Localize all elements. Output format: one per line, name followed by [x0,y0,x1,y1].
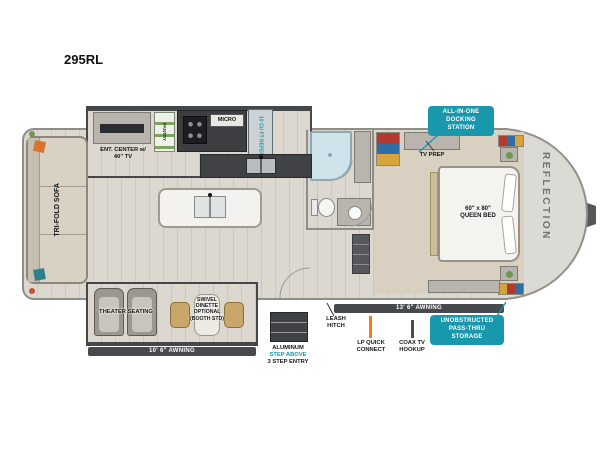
cap-wardrobe-bottom [498,283,524,295]
plant-icon [506,271,513,278]
step-entry-note: ALUMINUM STEP ABOVE 3 STEP ENTRY [267,345,309,365]
pantry-label: PANTRY [162,123,167,141]
brand-label: REFLECTION [540,152,551,241]
bath-vanity [337,198,371,226]
plant-icon [29,288,35,294]
lp-quick-connect-label: LP QUICK CONNECT [356,340,386,353]
pass-thru-storage-callout: UNOBSTRUCTED PASS-THRU STORAGE [430,315,504,345]
entertainment-center [93,112,151,144]
dinette-table [194,294,220,336]
plant-icon [29,131,35,137]
cap-wardrobe-top [498,135,524,147]
bed-foot-bench [430,172,438,256]
model-number: 295RL [64,52,104,67]
dinette-chair [170,302,190,328]
bedroom-rear-cabinet [428,280,500,293]
plant-icon [506,152,513,159]
tv-prep-label: TV PREP [419,152,445,158]
queen-bed: 60" x 80" QUEEN BED [438,166,520,262]
leash-hitch-label: LEASH HITCH [326,316,346,329]
seat-cushion [99,297,119,332]
bed-label: 60" x 80" QUEEN BED [460,206,496,220]
theater-seat [94,288,124,336]
bath-wall [306,130,308,230]
sofa-cushion-line [40,186,86,187]
bedroom-steps [352,234,370,274]
tv-icon [100,124,144,133]
microwave: MICRO [210,114,244,127]
coax-hookup-label: COAX TV HOOKUP [399,340,425,353]
docking-station-callout: ALL-IN-ONE DOCKING STATION [428,106,494,136]
sofa-backrest [28,138,40,282]
rear-awning-bar: 10' 6" AWNING [88,347,256,356]
coax-marker [411,320,414,338]
sofa-cushion-line [40,234,86,235]
dinette-chair [224,302,244,328]
theater-label: THEATER SEATING [99,309,153,315]
bath-wall [306,228,374,230]
ent-center-label: ENT. CENTER w/ 40" TV [100,147,146,160]
pantry: PANTRY [154,112,175,152]
shower-drain-icon [328,153,332,157]
sofa-label: TRI-FOLD SOFA [53,183,61,237]
bedroom-wardrobe [376,132,400,166]
bath-wall [372,130,374,230]
vanity-sink-icon [348,206,362,220]
lp-connect-marker [369,316,372,338]
tri-fold-sofa [26,136,88,284]
seat-cushion [132,297,152,332]
dinette-label: SWIVEL DINETTE OPTIONAL (BOOTH STD) [189,297,224,322]
refer-label: 10 CU FT REFER [257,115,264,156]
entry-steps [270,312,308,342]
toilet-tank [311,199,318,216]
cooktop-icon [183,116,207,144]
micro-label: MICRO [217,117,237,123]
island-sink-icon [194,196,226,218]
main-awning-bar: 13' 6" AWNING [334,304,504,313]
nightstand [500,266,518,281]
nightstand [500,147,518,162]
pillow-icon [501,215,517,255]
toilet-bowl [318,198,335,217]
kitchen-sink-icon [246,158,276,174]
island-faucet-icon [208,193,212,197]
linen-cabinet [354,131,371,183]
kitchen-faucet-icon [259,155,263,159]
theater-seat [127,288,157,336]
